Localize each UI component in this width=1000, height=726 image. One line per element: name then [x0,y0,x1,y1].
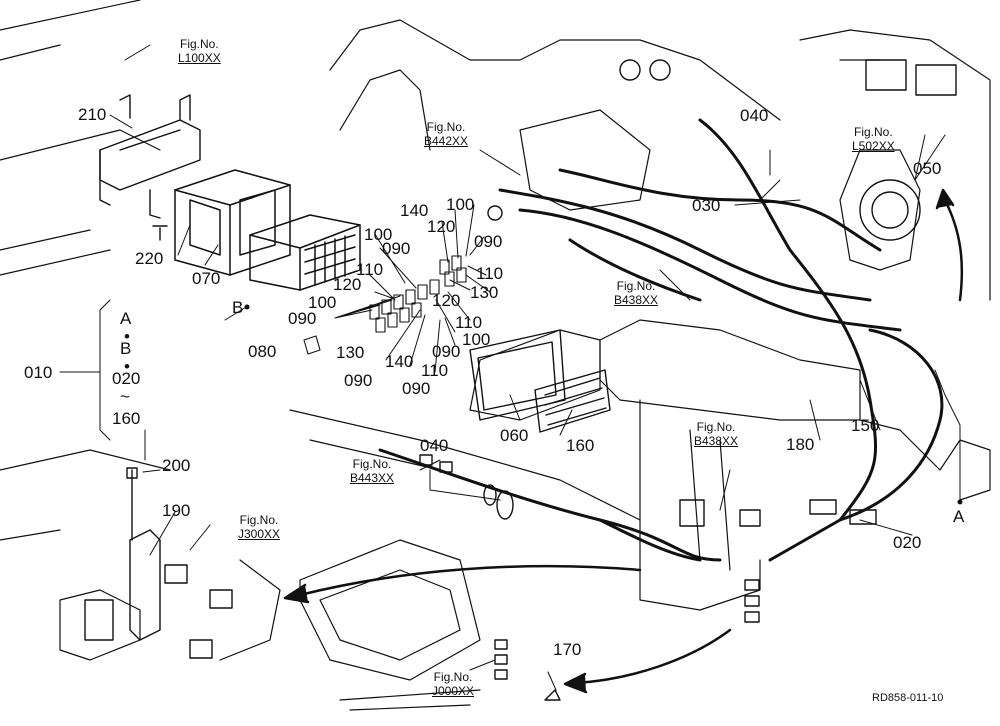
leader-lines [59,44,961,691]
figure-ref-number: B443XX [350,470,395,485]
part-callout-090[interactable]: 090 [382,239,411,258]
relay-fuse-array [303,255,467,355]
group-dot: • [124,357,130,376]
fuse-box [174,169,361,291]
figure-ref-prefix: Fig.No. [696,420,736,434]
part-callout-130[interactable]: 130 [336,343,365,362]
part-callout-120[interactable]: 120 [432,291,461,310]
figure-ref-l100[interactable]: Fig.No.L100XX [178,37,221,66]
part-callout-180[interactable]: 180 [786,435,815,454]
part-callout-150[interactable]: 150 [851,416,880,435]
cover-panels [469,329,611,433]
group-item-020: 020 [112,369,141,388]
part-callout-090[interactable]: 090 [288,309,317,328]
figure-ref-number: B438XX [614,292,659,307]
part-callout-080[interactable]: 080 [248,342,277,361]
part-callout-120[interactable]: 120 [333,275,362,294]
part-callout-110[interactable]: 110 [476,264,504,283]
part-callout-070[interactable]: 070 [192,269,221,288]
figure-ref-number: J000XX [432,683,475,698]
part-callout-040[interactable]: 040 [740,106,769,125]
part-callout-030[interactable]: 030 [692,196,721,215]
part-callout-040[interactable]: 040 [420,436,449,455]
bracket [99,94,201,219]
part-callout-090[interactable]: 090 [402,379,431,398]
figure-ref-b443[interactable]: Fig.No.B443XX [350,457,395,486]
part-callout-010[interactable]: 010 [24,363,53,382]
part-callout-090[interactable]: 090 [432,342,461,361]
figure-ref-b438-upper[interactable]: Fig.No.B438XX [614,279,659,308]
figure-ref-number: B442XX [424,133,469,148]
part-callout-140[interactable]: 140 [400,201,429,220]
part-callout-110[interactable]: 110 [421,361,449,380]
part-callout-110[interactable]: 110 [455,313,483,332]
figure-ref-prefix: Fig.No. [352,457,392,471]
part-callout-140[interactable]: 140 [385,352,414,371]
part-callout-020[interactable]: 020 [893,533,922,552]
part-callout-060[interactable]: 060 [500,426,529,445]
figure-ref-prefix: Fig.No. [426,120,466,134]
figure-ref-number: B438XX [694,433,739,448]
part-callout-090[interactable]: 090 [474,232,503,251]
part-callout-130[interactable]: 130 [470,283,499,302]
indicator-arrows[interactable] [283,188,964,694]
figure-ref-b438-lower[interactable]: Fig.No.B438XX [694,420,739,449]
figure-ref-prefix: Fig.No. [854,125,893,139]
part-callout-120[interactable]: 120 [427,217,456,236]
figure-ref-l502[interactable]: Fig.No.L502XX [852,125,895,154]
figure-ref-prefix: Fig.No. [616,279,656,293]
group-item-160: 160 [112,409,141,428]
figure-ref-number: L100XX [178,50,221,65]
figure-ref-prefix: Fig.No. [433,670,473,684]
point-markers [244,304,963,505]
part-callout-170[interactable]: 170 [553,640,582,659]
part-callout-200[interactable]: 200 [162,456,191,475]
figure-ref-number: J300XX [238,526,281,541]
group-dot: • [124,327,130,346]
figure-ref-prefix: Fig.No. [180,37,219,51]
part-callout-210[interactable]: 210 [78,105,107,124]
part-callout-190[interactable]: 190 [162,501,191,520]
part-callout-100[interactable]: 100 [462,330,491,349]
group-item-a: A [120,309,132,328]
part-callout-100[interactable]: 100 [446,195,475,214]
figure-ref-number: L502XX [852,138,895,153]
part-callout-050[interactable]: 050 [913,159,942,178]
part-callout-220[interactable]: 220 [135,249,164,268]
reference-letter-a[interactable]: A [953,507,965,526]
drawing-code: RD858-011-10 [872,692,944,704]
part-callout-110[interactable]: 110 [356,260,384,279]
figure-ref-b442[interactable]: Fig.No.B442XX [424,120,469,149]
reference-letter-b[interactable]: B [232,298,244,317]
group-item-b: B [120,339,132,358]
figure-ref-prefix: Fig.No. [239,513,279,527]
part-callout-090[interactable]: 090 [344,371,373,390]
figure-ref-j300[interactable]: Fig.No.J300XX [238,513,281,542]
part-callout-100[interactable]: 100 [308,293,337,312]
group-range-tilde: ~ [120,387,130,406]
wire-harness [378,118,944,562]
part-callout-100[interactable]: 100 [364,225,393,244]
connectors-and-components [84,59,957,701]
figure-ref-j000[interactable]: Fig.No.J000XX [432,670,475,699]
part-callout-160[interactable]: 160 [566,436,595,455]
